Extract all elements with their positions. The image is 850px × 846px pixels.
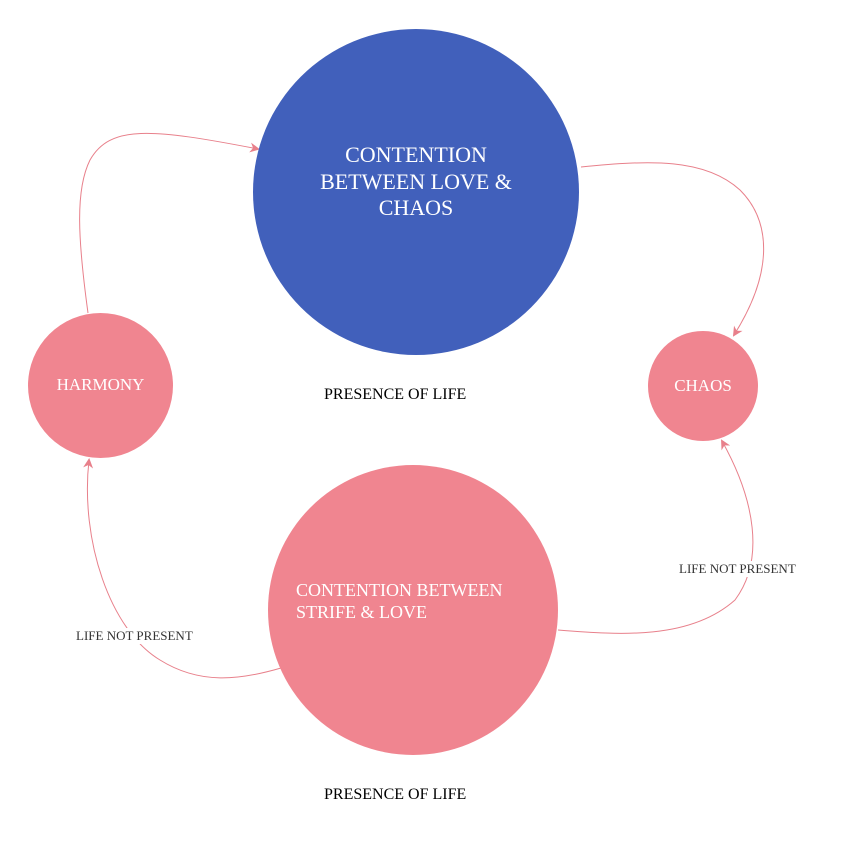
edge-label-life-not-present-left: LIFE NOT PRESENT: [75, 628, 194, 644]
node-chaos: CHAOS: [648, 331, 758, 441]
node-contention-strife-love: CONTENTION BETWEEN STRIFE & LOVE: [268, 465, 558, 755]
edge-bottom-to-chaos: [557, 439, 754, 634]
node-harmony: HARMONY: [28, 313, 173, 458]
node-contention-love-chaos: CONTENTION BETWEEN LOVE & CHAOS: [253, 29, 579, 355]
edge-bottom-to-harmony: [83, 458, 282, 679]
caption-presence-of-life-bottom: PRESENCE OF LIFE: [324, 786, 467, 803]
caption-presence-of-life-middle: PRESENCE OF LIFE: [324, 386, 467, 403]
edge-label-life-not-present-right: LIFE NOT PRESENT: [678, 561, 797, 577]
node-label: HARMONY: [56, 375, 145, 395]
edge-harmony-to-top: [79, 132, 260, 314]
node-label: CHAOS: [674, 375, 732, 395]
node-label: CONTENTION BETWEEN STRIFE & LOVE: [296, 580, 503, 622]
node-label: CONTENTION BETWEEN LOVE & CHAOS: [320, 142, 512, 221]
edge-top-to-chaos: [580, 162, 765, 337]
